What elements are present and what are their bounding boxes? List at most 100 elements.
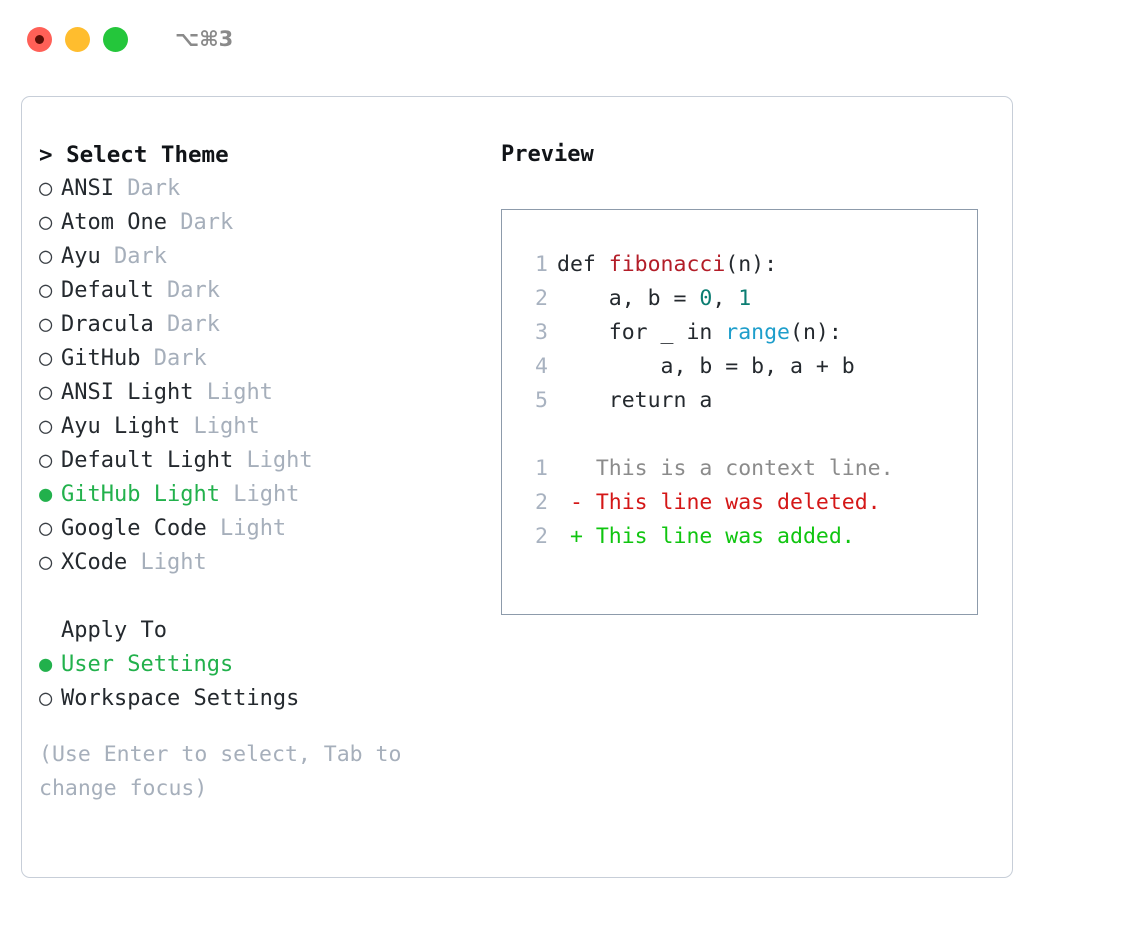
radio-unselected-icon: ○ bbox=[39, 448, 53, 473]
apply-to-label: Apply To bbox=[61, 618, 167, 643]
line-number: 4 bbox=[535, 354, 548, 379]
radio-unselected-icon: ○ bbox=[39, 516, 53, 541]
theme-name: Atom One bbox=[61, 210, 167, 235]
radio-unselected-icon: ○ bbox=[39, 278, 53, 303]
theme-name: Dracula bbox=[61, 312, 154, 337]
theme-selection-panel: > Select Theme ○ANSI Dark○Atom One Dark○… bbox=[39, 138, 499, 806]
code-line-text: a, b = 0, 1 bbox=[548, 282, 751, 316]
theme-list-item[interactable]: ○Default Light Light bbox=[39, 444, 499, 478]
code-line bbox=[502, 418, 977, 452]
code-token: range bbox=[725, 320, 791, 345]
theme-list-item[interactable]: ○Ayu Light Light bbox=[39, 410, 499, 444]
theme-variant-tag: Dark bbox=[114, 244, 167, 269]
spacer bbox=[207, 516, 220, 541]
theme-variant-tag: Light bbox=[233, 482, 300, 507]
theme-variant-tag: Light bbox=[193, 414, 260, 439]
code-line: 2 + This line was added. bbox=[502, 520, 977, 554]
code-token: return a bbox=[557, 388, 713, 413]
theme-list-item[interactable]: ●GitHub Light Light bbox=[39, 478, 499, 512]
keyboard-shortcut-label: ⌥⌘3 bbox=[175, 27, 234, 51]
spacer bbox=[167, 210, 180, 235]
close-icon bbox=[35, 34, 44, 44]
apply-to-list[interactable]: ●User Settings ○ Workspace Settings bbox=[39, 648, 499, 716]
theme-variant-tag: Light bbox=[140, 550, 207, 575]
preview-heading: Preview bbox=[501, 142, 594, 167]
title-bar: ⌥⌘3 bbox=[0, 0, 1140, 78]
code-line-text: def fibonacci(n): bbox=[548, 248, 777, 282]
code-line: 2 a, b = 0, 1 bbox=[502, 282, 977, 316]
theme-list-item[interactable]: ○ GitHub Dark bbox=[39, 342, 499, 376]
window-controls bbox=[27, 26, 128, 52]
radio-unselected-icon: ○ bbox=[39, 380, 53, 405]
theme-name: ANSI Light bbox=[61, 380, 194, 405]
spacer bbox=[154, 312, 167, 337]
theme-variant-tag: Dark bbox=[127, 176, 181, 201]
theme-list-item[interactable]: ○Ayu Dark bbox=[39, 240, 499, 274]
line-number: 2 bbox=[535, 286, 548, 311]
theme-variant-tag: Light bbox=[219, 516, 287, 541]
code-token: 0 bbox=[699, 286, 713, 311]
code-line-text: - This line was deleted. bbox=[548, 486, 881, 520]
theme-name: Ayu bbox=[61, 244, 101, 269]
theme-list-item[interactable]: ○ Google Code Light bbox=[39, 512, 499, 546]
theme-list-item[interactable]: ○ Default Dark bbox=[39, 274, 499, 308]
theme-name: Default bbox=[61, 278, 154, 303]
radio-selected-icon: ● bbox=[39, 652, 53, 677]
code-token: def bbox=[557, 252, 609, 277]
theme-list-item[interactable]: ○Dracula Dark bbox=[39, 308, 499, 342]
apply-to-item-label: Workspace Settings bbox=[61, 686, 300, 711]
theme-name: XCode bbox=[61, 550, 128, 575]
minimize-button[interactable] bbox=[65, 26, 90, 52]
theme-list-item[interactable]: ○ XCode Light bbox=[39, 546, 499, 580]
spacer bbox=[140, 346, 153, 371]
line-number: 2 bbox=[535, 524, 548, 549]
apply-to-item[interactable]: ●User Settings bbox=[39, 648, 499, 682]
code-line-text: This is a context line. bbox=[548, 452, 894, 486]
code-token: + This line was added. bbox=[557, 524, 855, 549]
theme-list-item[interactable]: ○ANSI Dark bbox=[39, 172, 499, 206]
apply-to-item[interactable]: ○ Workspace Settings bbox=[39, 682, 499, 716]
code-token: (n): bbox=[725, 252, 778, 277]
line-number: 1 bbox=[535, 456, 548, 481]
theme-variant-tag: Dark bbox=[166, 278, 220, 303]
theme-name: GitHub bbox=[61, 346, 141, 371]
code-token: for _ in bbox=[557, 320, 726, 345]
keyboard-hint: (Use Enter to select, Tab to change focu… bbox=[39, 742, 402, 801]
code-line-text bbox=[548, 418, 570, 452]
theme-picker-dialog: > Select Theme ○ANSI Dark○Atom One Dark○… bbox=[21, 96, 1013, 878]
spacer bbox=[220, 482, 233, 507]
code-token: - This line was deleted. bbox=[557, 490, 881, 515]
code-line: 2 - This line was deleted. bbox=[502, 486, 977, 520]
spacer bbox=[193, 380, 206, 405]
theme-name: Ayu Light bbox=[61, 414, 181, 439]
spacer bbox=[233, 448, 246, 473]
maximize-button[interactable] bbox=[103, 26, 128, 52]
theme-list[interactable]: ○ANSI Dark○Atom One Dark○Ayu Dark○Defaul… bbox=[39, 172, 499, 580]
radio-unselected-icon: ○ bbox=[39, 686, 53, 711]
code-line: 1 This is a context line. bbox=[502, 452, 977, 486]
code-token: (n): bbox=[790, 320, 842, 345]
theme-list-item[interactable]: ○ANSI Light Light bbox=[39, 376, 499, 410]
line-number: 2 bbox=[535, 490, 548, 515]
spacer bbox=[154, 278, 167, 303]
theme-name: Google Code bbox=[61, 516, 207, 541]
apply-to-heading: Apply To bbox=[39, 614, 499, 648]
radio-unselected-icon: ○ bbox=[39, 176, 53, 201]
radio-unselected-icon: ○ bbox=[39, 550, 53, 575]
code-line-text: + This line was added. bbox=[548, 520, 855, 554]
code-line-text: for _ in range(n): bbox=[548, 316, 842, 350]
theme-list-item[interactable]: ○Atom One Dark bbox=[39, 206, 499, 240]
code-token: , bbox=[712, 286, 739, 311]
code-token: fibonacci bbox=[608, 252, 726, 277]
theme-variant-tag: Dark bbox=[166, 312, 220, 337]
code-line: 4 a, b = b, a + b bbox=[502, 350, 977, 384]
theme-variant-tag: Dark bbox=[153, 346, 207, 371]
radio-unselected-icon: ○ bbox=[39, 346, 53, 371]
code-token: 1 bbox=[738, 286, 752, 311]
close-button[interactable] bbox=[27, 26, 52, 52]
